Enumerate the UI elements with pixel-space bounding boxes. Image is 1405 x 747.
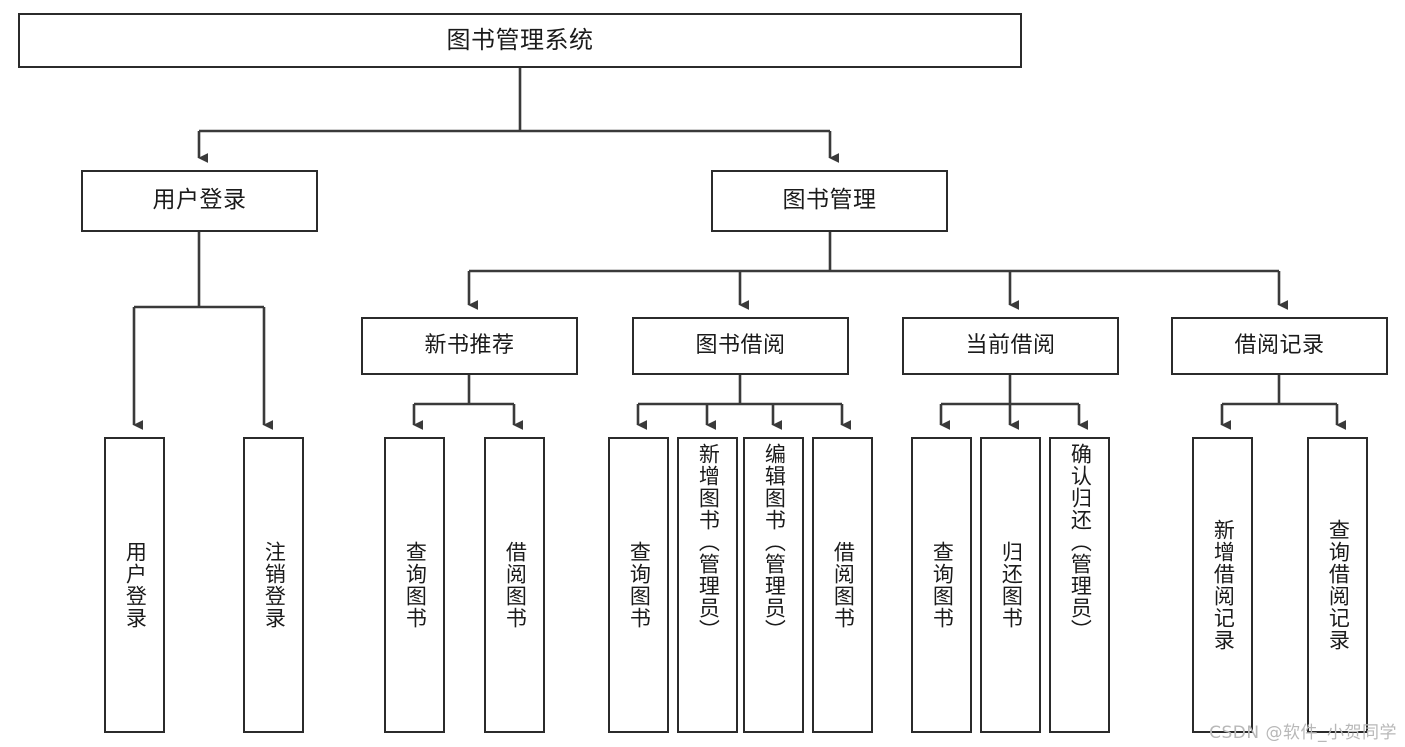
leaf-label: 借阅图书 — [831, 541, 856, 629]
leaf-label: 查询图书 — [403, 541, 428, 629]
leaf-borrow-book-recommend[interactable]: 借阅图书 — [484, 437, 545, 733]
node-book-management[interactable]: 图书管理 — [711, 170, 948, 232]
node-label: 图书管理系统 — [446, 26, 594, 55]
leaf-add-book-admin[interactable]: 新增图书（管理员） — [677, 437, 738, 733]
node-label: 图书管理 — [782, 187, 877, 214]
node-root-system[interactable]: 图书管理系统 — [18, 13, 1022, 68]
node-label: 图书借阅 — [695, 333, 786, 359]
leaf-label: 查询图书 — [627, 541, 652, 629]
node-user-login[interactable]: 用户登录 — [81, 170, 318, 232]
node-book-borrow[interactable]: 图书借阅 — [632, 317, 849, 375]
leaf-label: 借阅图书 — [503, 541, 528, 629]
leaf-label: 查询图书 — [930, 541, 955, 629]
leaf-label: 新增图书（管理员） — [696, 443, 721, 641]
node-label: 新书推荐 — [424, 333, 515, 359]
leaf-edit-book-admin[interactable]: 编辑图书（管理员） — [743, 437, 804, 733]
leaf-borrow-book[interactable]: 借阅图书 — [812, 437, 873, 733]
leaf-label: 注销登录 — [262, 541, 287, 629]
node-label: 用户登录 — [152, 187, 247, 214]
leaf-return-book[interactable]: 归还图书 — [980, 437, 1041, 733]
leaf-user-login[interactable]: 用户登录 — [104, 437, 165, 733]
node-label: 当前借阅 — [965, 333, 1056, 359]
node-current-borrow[interactable]: 当前借阅 — [902, 317, 1119, 375]
leaf-query-borrow-record[interactable]: 查询借阅记录 — [1307, 437, 1368, 733]
leaf-query-book-borrow[interactable]: 查询图书 — [608, 437, 669, 733]
leaf-label: 新增借阅记录 — [1211, 519, 1236, 651]
leaf-label: 查询借阅记录 — [1326, 519, 1351, 651]
leaf-label: 编辑图书（管理员） — [762, 443, 787, 641]
leaf-add-borrow-record[interactable]: 新增借阅记录 — [1192, 437, 1253, 733]
leaf-logout[interactable]: 注销登录 — [243, 437, 304, 733]
leaf-label: 归还图书 — [999, 541, 1024, 629]
leaf-query-book-recommend[interactable]: 查询图书 — [384, 437, 445, 733]
node-borrow-record[interactable]: 借阅记录 — [1171, 317, 1388, 375]
leaf-label: 用户登录 — [123, 541, 148, 629]
node-label: 借阅记录 — [1234, 333, 1325, 359]
node-new-book-recommend[interactable]: 新书推荐 — [361, 317, 578, 375]
leaf-query-book-current[interactable]: 查询图书 — [911, 437, 972, 733]
leaf-confirm-return-admin[interactable]: 确认归还（管理员） — [1049, 437, 1110, 733]
leaf-label: 确认归还（管理员） — [1068, 443, 1093, 641]
